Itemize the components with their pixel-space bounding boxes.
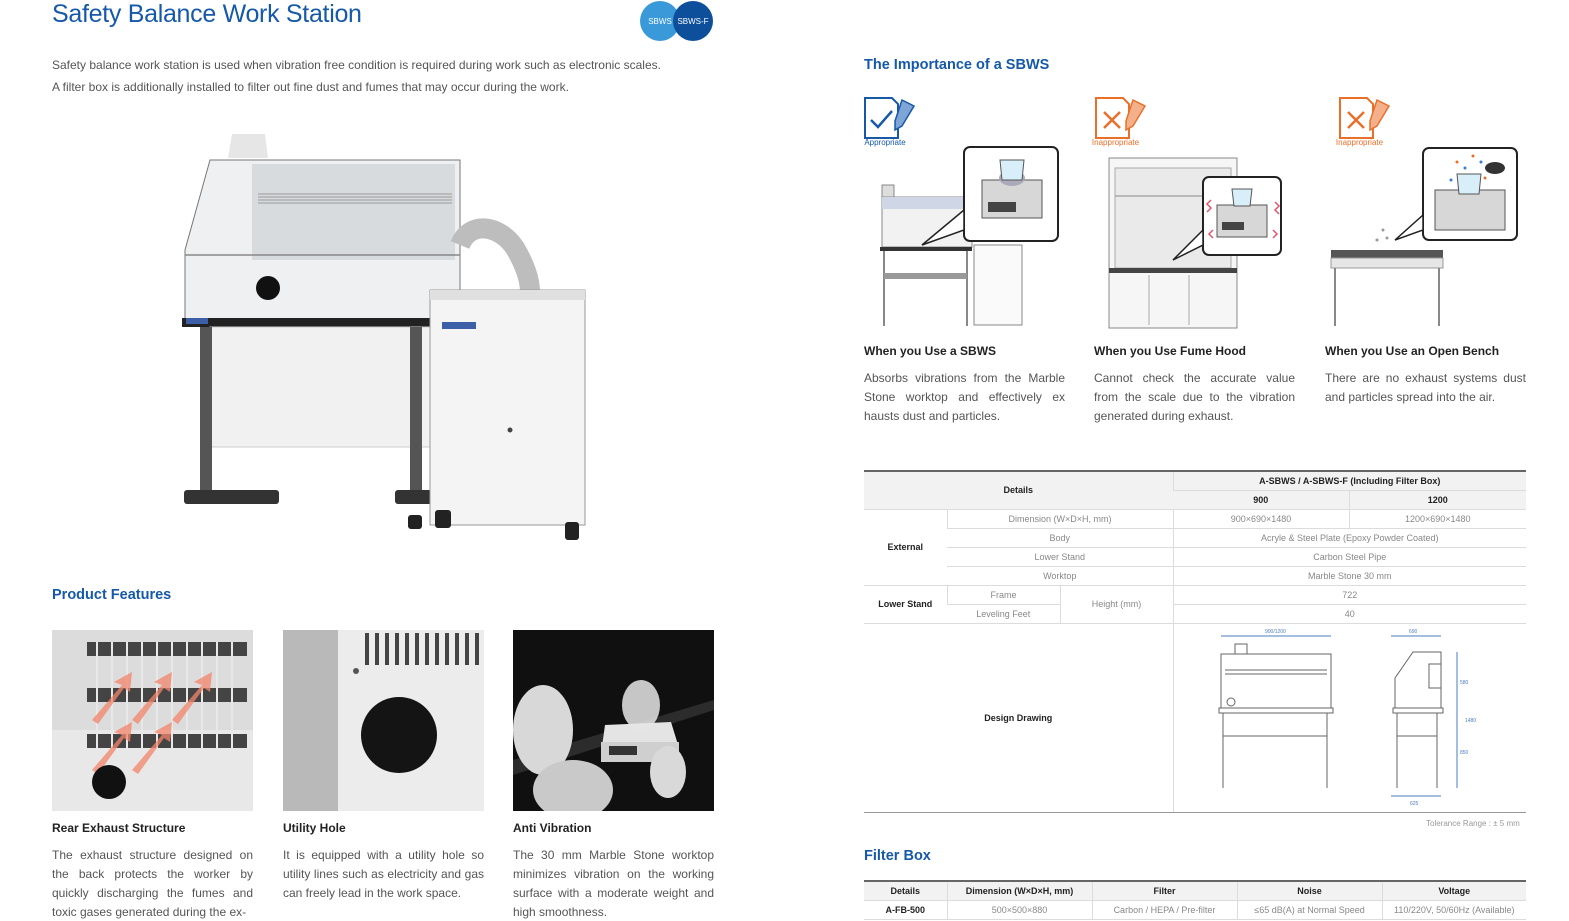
filter-cell: A-FB-500 xyxy=(864,900,947,920)
intro-line-1: Safety balance work station is used when… xyxy=(52,58,661,72)
spec-value: 900×690×1480 xyxy=(1172,508,1349,529)
spec-item: Lower Stand xyxy=(947,547,1173,567)
dim-h2: 1480 xyxy=(1465,718,1476,724)
dim-side-base: 625 xyxy=(1410,801,1419,807)
filter-header: Dimension (W×D×H, mm) xyxy=(946,880,1092,901)
scenario-name-open-bench: When you Use an Open Bench xyxy=(1325,344,1500,358)
spec-details-header: Details xyxy=(864,470,1173,510)
feature-name-utility-hole: Utility Hole xyxy=(283,821,346,835)
feature-desc-utility-hole: It is equipped with a utility hole so ut… xyxy=(283,848,484,900)
spec-value: Acryle & Steel Plate (Epoxy Powder Coate… xyxy=(1172,528,1526,548)
spec-item: Frame xyxy=(946,584,1060,605)
feature-name-rear-exhaust: Rear Exhaust Structure xyxy=(52,821,186,835)
product-photo xyxy=(182,134,586,540)
cross-document-icon xyxy=(1339,97,1391,139)
anti-vibration-photo xyxy=(513,630,714,811)
rear-exhaust-photo xyxy=(52,630,253,811)
open-bench-illustration xyxy=(1330,97,1518,326)
spec-item: Worktop xyxy=(947,566,1173,586)
tag-inappropriate-bench: Inappropriate xyxy=(1335,138,1384,147)
dim-side-depth: 690 xyxy=(1409,629,1418,635)
filter-box-table: Details Dimension (W×D×H, mm) Filter Noi… xyxy=(864,880,1526,920)
spec-design-drawing-label: Design Drawing xyxy=(864,622,1173,813)
spec-item: Body xyxy=(947,528,1173,548)
importance-title: The Importance of a SBWS xyxy=(864,57,1050,73)
spec-value: Carbon Steel Pipe xyxy=(1172,547,1526,567)
spec-value: 1200×690×1480 xyxy=(1348,508,1526,529)
scenario-name-fume-hood: When you Use Fume Hood xyxy=(1094,344,1247,358)
design-drawing-cell: 900/1200 690 625 580 1480 850 xyxy=(1172,622,1526,813)
filter-header: Noise xyxy=(1236,880,1382,901)
filter-header: Details xyxy=(864,880,947,901)
spec-model-header: A-SBWS / A-SBWS-F (Including Filter Box) xyxy=(1172,470,1526,491)
spec-size-1200: 1200 xyxy=(1348,490,1526,510)
intro-line-2: A filter box is additionally installed t… xyxy=(52,80,569,94)
feature-name-anti-vibration: Anti Vibration xyxy=(513,821,592,835)
filter-cell: ≤65 dB(A) at Normal Speed xyxy=(1236,900,1382,920)
tag-appropriate: Appropriate xyxy=(864,138,906,147)
feature-desc-rear-exhaust: The exhaust structure designed on the ba… xyxy=(52,848,253,919)
filter-box-title: Filter Box xyxy=(864,848,931,864)
spec-group-external: External xyxy=(864,508,947,586)
product-features-title: Product Features xyxy=(52,587,172,603)
tolerance-note: Tolerance Range : ± 5 mm xyxy=(1426,819,1520,828)
scenario-name-sbws: When you Use a SBWS xyxy=(864,344,997,358)
spec-item: Leveling Feet xyxy=(947,604,1060,624)
filter-header: Voltage xyxy=(1381,880,1526,901)
scenario-desc-open-bench: There are no exhaust systems dust and pa… xyxy=(1325,371,1526,404)
spec-size-900: 900 xyxy=(1173,490,1349,510)
spec-value: 722 xyxy=(1172,584,1526,605)
scenario-desc-sbws: Absorbs vibrations from the Marble Stone… xyxy=(864,371,1065,423)
spec-value: 40 xyxy=(1172,604,1526,624)
sbws-illustration xyxy=(864,97,1059,326)
design-drawing: 900/1200 690 625 580 1480 850 xyxy=(1218,629,1476,807)
utility-hole-photo xyxy=(283,630,484,811)
dim-h3: 850 xyxy=(1460,750,1469,756)
spec-table: Details A-SBWS / A-SBWS-F (Including Fil… xyxy=(864,470,1526,813)
fume-hood-illustration xyxy=(1095,97,1282,329)
tag-inappropriate-fume: Inappropriate xyxy=(1091,138,1140,147)
scenario-desc-fume-hood: Cannot check the accurate value from the… xyxy=(1094,371,1295,423)
spec-group-lower-stand: Lower Stand xyxy=(864,584,947,624)
filter-cell: 500×500×880 xyxy=(946,900,1092,920)
cross-document-icon xyxy=(1095,97,1147,139)
spec-measure: Height (mm) xyxy=(1059,584,1173,624)
filter-cell: Carbon / HEPA / Pre-filter xyxy=(1091,900,1237,920)
spec-item: Dimension (W×D×H, mm) xyxy=(946,508,1173,529)
check-document-icon xyxy=(864,97,916,139)
filter-cell: 110/220V, 50/60Hz (Available) xyxy=(1381,900,1526,920)
dim-h1: 580 xyxy=(1460,680,1469,686)
dim-front-width: 900/1200 xyxy=(1265,629,1286,635)
badge-sbws-f: SBWS-F xyxy=(673,1,713,41)
page-title: Safety Balance Work Station xyxy=(52,0,362,28)
filter-header: Filter xyxy=(1091,880,1237,901)
feature-desc-anti-vibration: The 30 mm Marble Stone worktop minimizes… xyxy=(513,848,714,919)
spec-value: Marble Stone 30 mm xyxy=(1172,566,1526,586)
